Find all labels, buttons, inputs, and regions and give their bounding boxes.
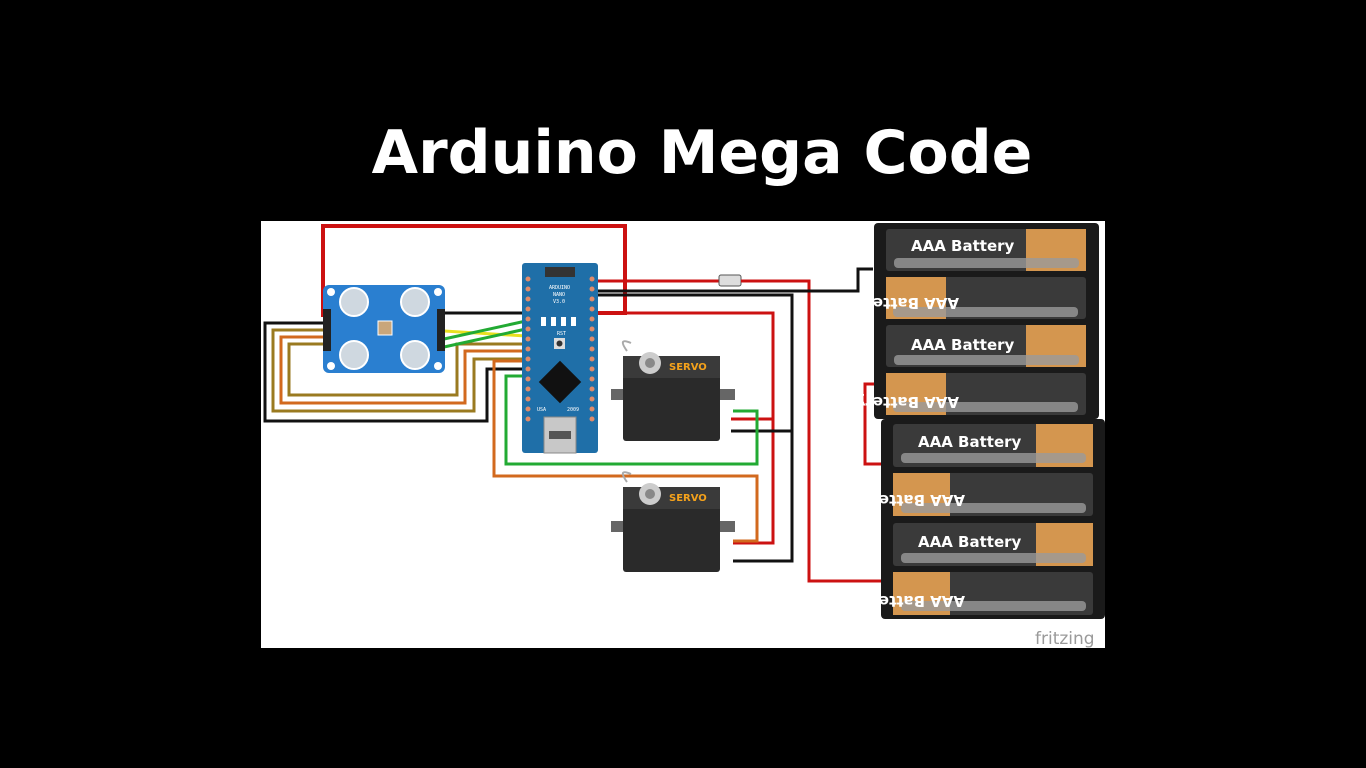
nano-rst-label: RST <box>557 331 566 337</box>
wire-black-gnd <box>594 267 873 293</box>
battery-label-5: AAA Battery <box>918 433 1022 451</box>
servo-motor-1: SERVO <box>611 340 735 441</box>
wire-olive-s0 <box>271 328 526 413</box>
battery-label-6: AAA Battery <box>861 491 965 509</box>
battery-cell: AAA Battery <box>886 325 1086 367</box>
battery-label-8: AAA Battery <box>861 592 965 610</box>
nano-model: NANO <box>553 292 565 298</box>
wire-red-battery-link <box>863 382 881 466</box>
battery-label-7: AAA Battery <box>918 533 1022 551</box>
circuit-diagram: ARDUINO NANO V3.0 RST USA 2009 SERVO SER… <box>261 221 1105 648</box>
battery-label-1: AAA Battery <box>911 237 1015 255</box>
wire-green-led <box>443 327 527 349</box>
battery-pack-2: AAA Battery AAA Battery AAA Battery AAA … <box>861 419 1105 619</box>
nano-version: V3.0 <box>553 299 565 305</box>
battery-cell: AAA Battery <box>861 473 1093 516</box>
wire-orange-servo2-signal <box>492 359 759 543</box>
arduino-nano: ARDUINO NANO V3.0 RST USA 2009 <box>522 263 598 454</box>
battery-label-4: AAA Battery <box>855 393 959 411</box>
battery-cell: AAA Battery <box>886 229 1086 271</box>
resistor <box>718 274 742 287</box>
battery-cell: AAA Battery <box>861 572 1093 615</box>
servo-motor-2: SERVO <box>611 471 735 572</box>
wire-orange-s1 <box>279 335 526 405</box>
battery-cell: AAA Battery <box>855 373 1086 415</box>
nano-made-in: USA <box>537 407 546 413</box>
wire-black-servo-gnd <box>594 293 794 563</box>
battery-label-2: AAA Battery <box>855 294 959 312</box>
battery-cell: AAA Battery <box>855 277 1086 319</box>
battery-cell: AAA Battery <box>893 424 1093 467</box>
nano-year: 2009 <box>567 407 579 413</box>
wiring-schematic: ARDUINO NANO V3.0 RST USA 2009 SERVO SER… <box>263 223 1105 648</box>
battery-pack-1: AAA Battery AAA Battery AAA Battery AAA … <box>855 223 1099 419</box>
servo-2-label: SERVO <box>669 493 707 504</box>
wire-green-servo1-signal <box>504 374 759 466</box>
battery-cell: AAA Battery <box>893 523 1093 566</box>
nano-brand: ARDUINO <box>549 285 570 291</box>
servo-1-label: SERVO <box>669 362 707 373</box>
battery-label-3: AAA Battery <box>911 336 1015 354</box>
wire-red-servo-power <box>594 311 775 545</box>
page-title: Arduino Mega Code <box>371 118 1033 188</box>
wire-red-battery <box>741 279 886 583</box>
wire-olive-s2 <box>287 342 526 397</box>
wire-yellow-out <box>443 329 527 338</box>
wire-green-s3 <box>443 319 527 341</box>
fritzing-watermark: fritzing <box>1035 629 1095 648</box>
color-sensor-module <box>323 285 445 373</box>
